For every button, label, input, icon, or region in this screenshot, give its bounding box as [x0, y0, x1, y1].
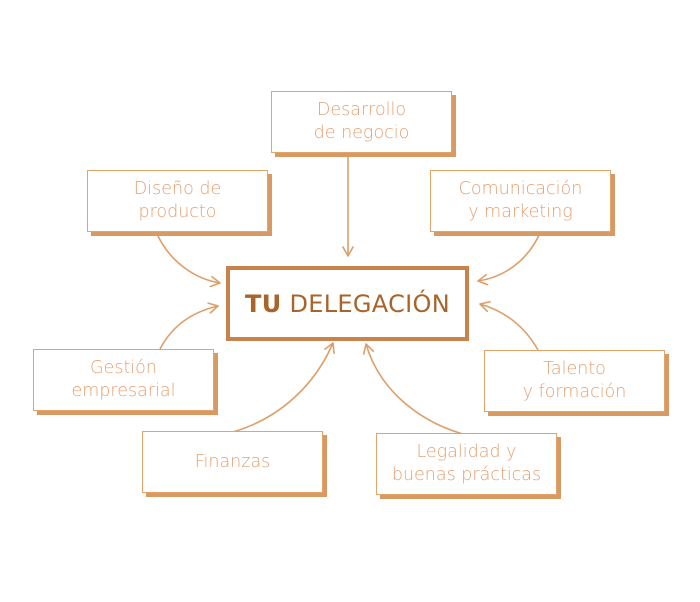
node-label: Legalidad y buenas prácticas [391, 442, 542, 485]
center-prefix: TU [245, 289, 282, 318]
node-label: Gestión empresarial [71, 358, 176, 401]
node-label: Talento y formación [522, 359, 627, 402]
arrow-talento [479, 300, 539, 351]
node-label: Comunicación y marketing [458, 179, 583, 222]
arrow-finanzas [232, 342, 335, 433]
node-talento-y-formacion: Talento y formación [484, 350, 665, 412]
arrow-gestion [159, 302, 219, 350]
arrow-diseno [156, 233, 221, 288]
node-label: Desarrollo de negocio [313, 100, 410, 143]
arrow-comunicacion [477, 232, 541, 286]
node-diseno-de-producto: Diseño de producto [87, 170, 268, 232]
center-title: DELEGACIÓN [289, 289, 450, 318]
node-legalidad-y-buenas-practicas: Legalidad y buenas prácticas [376, 433, 557, 495]
node-comunicacion-y-marketing: Comunicación y marketing [430, 170, 611, 232]
arrow-legalidad [362, 343, 471, 437]
node-label: Finanzas [194, 451, 271, 472]
center-node-tu-delegacion: TU DELEGACIÓN [226, 266, 469, 341]
node-finanzas: Finanzas [142, 431, 323, 493]
node-desarrollo-de-negocio: Desarrollo de negocio [271, 91, 452, 153]
node-label: Diseño de producto [133, 179, 222, 222]
node-gestion-empresarial: Gestión empresarial [33, 349, 214, 411]
